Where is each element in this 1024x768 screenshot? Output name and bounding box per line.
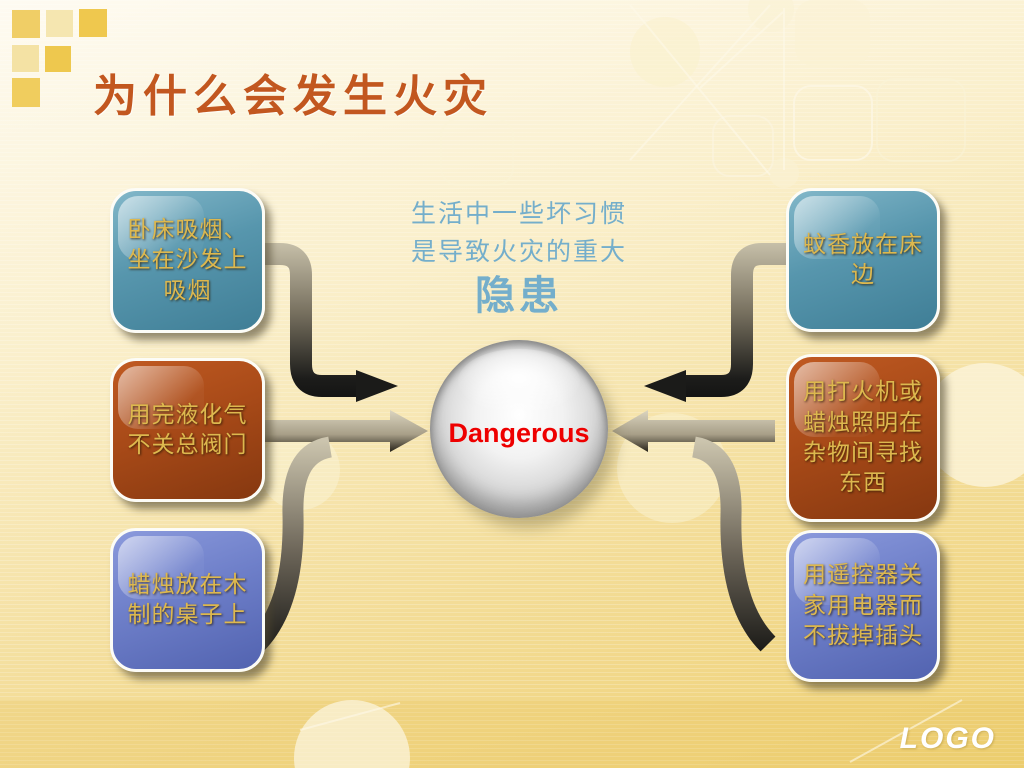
cause-text: 用遥控器关家用电器而不拔掉插头 <box>803 562 923 649</box>
bg-decor-circle <box>748 0 794 32</box>
cause-box-mosquito-coil: 蚊香放在床边 <box>786 188 940 332</box>
corner-square <box>12 10 40 38</box>
gloss-highlight <box>118 366 205 430</box>
gloss-highlight <box>794 196 880 260</box>
arrow-middle-right <box>612 410 775 452</box>
gloss-highlight <box>794 362 880 437</box>
bg-decor-circle <box>769 158 799 188</box>
logo-text: LOGO <box>899 722 996 755</box>
bg-decor-rounded-square <box>793 85 873 161</box>
cause-text: 蚊香放在床边 <box>803 231 923 287</box>
center-note-line2: 是导致火灾的重大 <box>410 239 627 266</box>
bg-decor-rounded-square <box>440 118 514 186</box>
center-note-line1: 生活中一些坏习惯 <box>410 201 627 228</box>
bottom-accent-band <box>0 700 1024 768</box>
gloss-highlight <box>794 538 880 606</box>
bg-decor-circle <box>260 430 340 510</box>
corner-square <box>12 78 40 107</box>
danger-sphere: Dangerous <box>430 340 608 518</box>
danger-label: Dangerous <box>448 418 590 448</box>
cause-box-smoking-in-bed: 卧床吸烟、坐在沙发上吸烟 <box>110 188 265 333</box>
slide-title: 为什么会发生火灾 <box>93 72 493 121</box>
corner-square <box>12 45 39 72</box>
bg-decor-rounded-square <box>712 115 774 177</box>
corner-square <box>79 9 107 37</box>
bg-decor-rounded-square <box>795 0 870 66</box>
arrow-bottom-left <box>248 436 333 652</box>
cause-box-lighter-storage: 用打火机或蜡烛照明在杂物间寻找东西 <box>786 354 940 522</box>
bg-decor-circle <box>630 17 700 87</box>
cause-text: 卧床吸烟、坐在沙发上吸烟 <box>127 216 248 303</box>
cause-text: 用打火机或蜡烛照明在杂物间寻找东西 <box>803 379 923 496</box>
bg-decor-circle <box>617 413 727 523</box>
cause-text: 用完液化气不关总阀门 <box>127 401 248 457</box>
arrow-middle-left <box>263 410 428 452</box>
cause-box-candle-table: 蜡烛放在木制的桌子上 <box>110 528 265 672</box>
cause-text: 蜡烛放在木制的桌子上 <box>127 571 248 627</box>
gloss-highlight <box>118 196 205 260</box>
center-note: 生活中一些坏习惯 是导致火灾的重大 隐患 <box>369 196 669 320</box>
center-note-emphasis: 隐患 <box>475 273 563 318</box>
sphere-gloss-highlight <box>458 348 580 413</box>
corner-square <box>46 10 73 37</box>
cause-box-gas-valve: 用完液化气不关总阀门 <box>110 358 265 502</box>
arrow-bottom-right <box>691 436 776 652</box>
bg-decor-rounded-square <box>876 78 966 162</box>
cause-box-remote-unplug: 用遥控器关家用电器而不拔掉插头 <box>786 530 940 682</box>
corner-square <box>45 46 71 72</box>
gloss-highlight <box>118 536 205 600</box>
